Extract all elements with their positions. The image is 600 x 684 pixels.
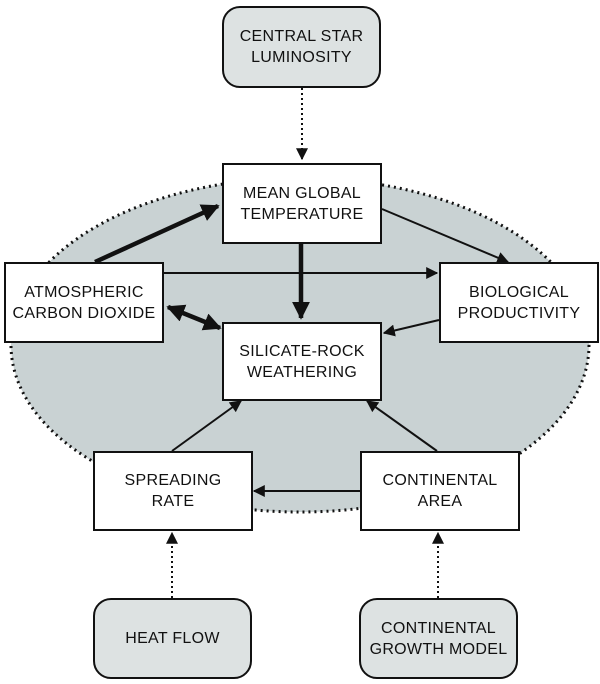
arrow-co2-weathering-double: [166, 304, 222, 331]
node-continental-growth-model: CONTINENTAL GROWTH MODEL: [359, 598, 518, 679]
node-continental-area: CONTINENTAL AREA: [360, 451, 520, 531]
node-label: CENTRAL STAR LUMINOSITY: [239, 28, 364, 66]
node-spreading-rate: SPREADING RATE: [93, 451, 253, 531]
arrow-continental-area-to-weathering: [366, 400, 438, 452]
arrow-co2-to-temperature: [94, 203, 220, 265]
node-label: BIOLOGICAL PRODUCTIVITY: [457, 283, 581, 322]
node-label: ATMOSPHERIC CARBON DIOXIDE: [12, 283, 156, 322]
node-atmospheric-carbon-dioxide: ATMOSPHERIC CARBON DIOXIDE: [4, 262, 164, 343]
node-label: SILICATE-ROCK WEATHERING: [239, 342, 365, 381]
node-label: HEAT FLOW: [125, 630, 220, 647]
node-label: CONTINENTAL GROWTH MODEL: [369, 619, 508, 658]
node-biological-productivity: BIOLOGICAL PRODUCTIVITY: [439, 262, 599, 343]
node-central-star-luminosity: CENTRAL STAR LUMINOSITY: [222, 6, 381, 88]
node-mean-global-temperature: MEAN GLOBAL TEMPERATURE: [222, 163, 382, 244]
node-silicate-rock-weathering: SILICATE-ROCK WEATHERING: [222, 322, 382, 401]
node-label: SPREADING RATE: [124, 472, 222, 510]
arrow-productivity-to-weathering: [382, 319, 440, 337]
node-label: CONTINENTAL AREA: [382, 472, 498, 510]
arrow-temperature-to-productivity: [381, 208, 510, 264]
arrow-spreading-to-weathering: [171, 400, 242, 452]
node-heat-flow: HEAT FLOW: [93, 598, 252, 679]
node-label: MEAN GLOBAL TEMPERATURE: [240, 184, 364, 223]
